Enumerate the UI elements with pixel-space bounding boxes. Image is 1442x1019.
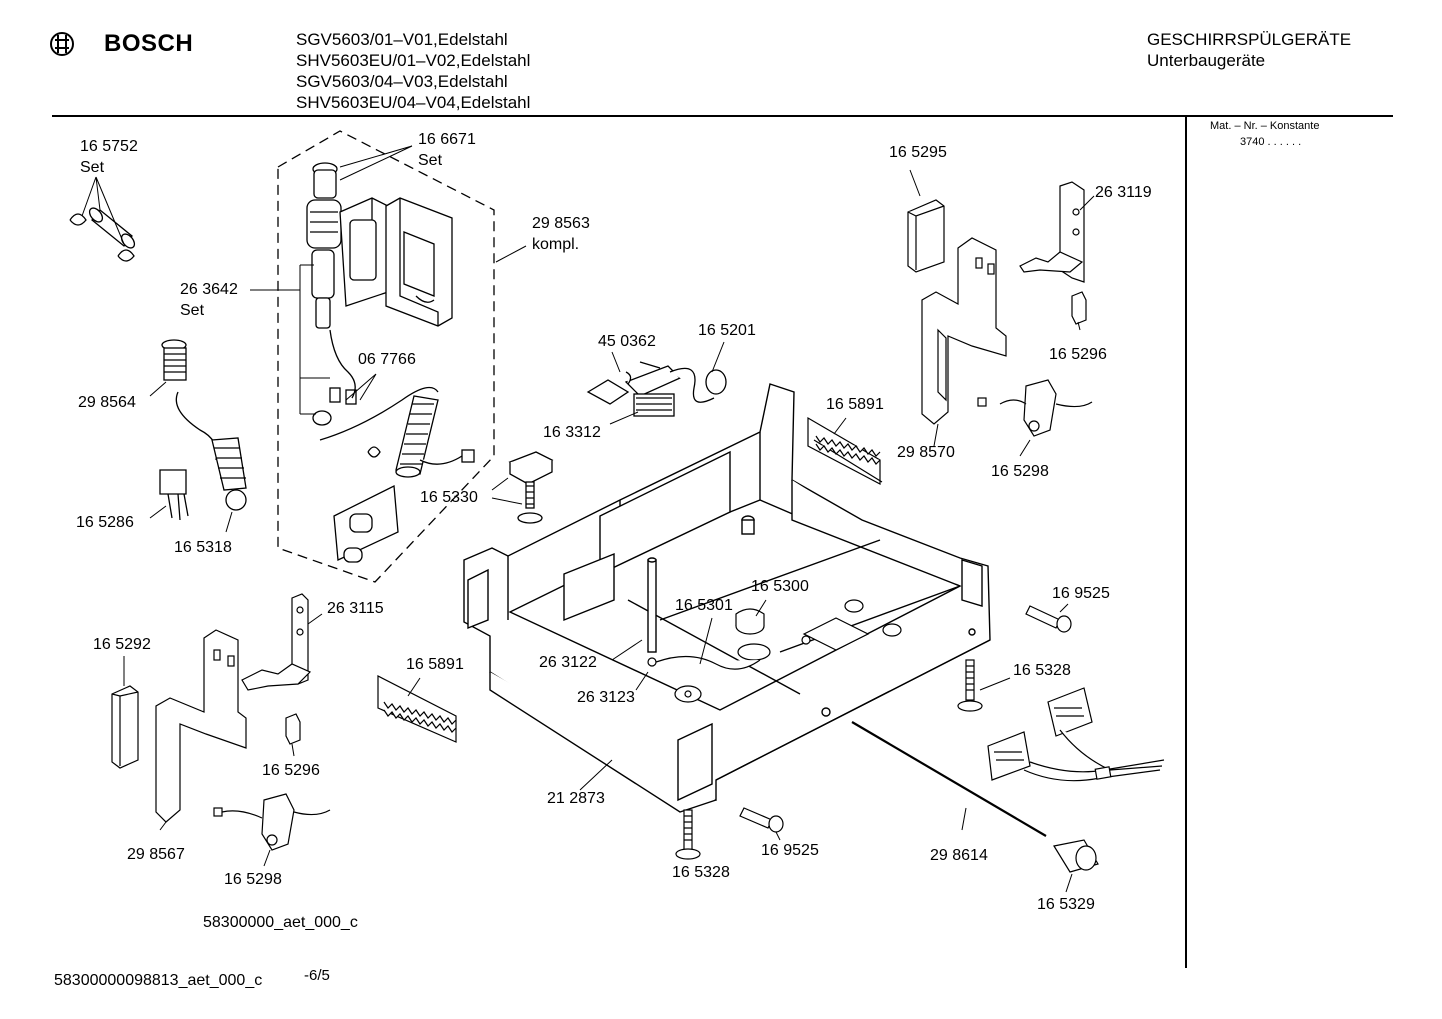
part-label: 06 7766 (358, 351, 416, 368)
part-label: 29 8614 (930, 847, 988, 864)
hose-clamp-set-part (69, 207, 136, 262)
part-label: 16 5298 (991, 463, 1049, 480)
part-label: 29 8564 (78, 394, 136, 411)
screw-part-169525-right (1025, 605, 1072, 633)
tube-leader-lines (149, 381, 233, 533)
screw-part-165328-bottom (675, 809, 701, 860)
part-label: 16 3312 (543, 424, 601, 441)
part-label: 16 9525 (761, 842, 819, 859)
part-label: 16 5301 (675, 597, 733, 614)
part-label: 16 5201 (698, 322, 756, 339)
water-valve-part (306, 162, 389, 329)
part-label: 29 8570 (897, 444, 955, 461)
valve-wiring-part (312, 329, 439, 441)
screw-part-165328-right (957, 659, 983, 712)
part-label: 26 3115 (327, 600, 384, 617)
heating-element-part (807, 416, 883, 485)
part-label: 45 0362 (598, 333, 656, 350)
part-label: 16 5298 (224, 871, 282, 888)
part-label: 16 5329 (1037, 896, 1095, 913)
part-label: 16 5286 (76, 514, 134, 531)
screw-part-169525-bottom (739, 807, 784, 833)
sidebar-mat-nr-label: Mat. – Nr. – Konstante (1210, 120, 1320, 132)
left-bracket-leaders (123, 613, 323, 867)
tub-internal-parts (647, 599, 902, 703)
model-line-4: SHV5603EU/04–V04,Edelstahl (296, 93, 531, 112)
clip-part (159, 469, 189, 521)
part-label: 16 5891 (406, 656, 464, 673)
sidebar-constant-value: 3740 . . . . . . (1240, 136, 1302, 148)
part-label: 16 5292 (93, 636, 151, 653)
part-label: 16 5328 (1013, 662, 1071, 679)
model-line-1: SGV5603/01–V01,Edelstahl (296, 30, 508, 49)
part-label: 16 5300 (751, 578, 809, 595)
sleeve-part (1053, 839, 1099, 873)
part-label: 16 5330 (420, 489, 478, 506)
part-label: 29 8563 (532, 215, 590, 232)
heating-leader-left (407, 677, 421, 697)
part-label: 26 3122 (539, 654, 597, 671)
valve-leader-lines (250, 145, 527, 415)
brand-logo-text: BOSCH (104, 30, 194, 57)
part-label: 26 3642 (180, 281, 238, 298)
valve-cover-part (385, 197, 453, 327)
category-subtitle: Unterbaugeräte (1147, 51, 1266, 70)
page-number: -6/5 (304, 967, 330, 984)
wiring-harness-part (987, 687, 1165, 782)
spiral-hose-part (367, 395, 475, 478)
part-label: 16 5318 (174, 539, 232, 556)
part-label-set: Set (80, 159, 105, 176)
right-bracket-leaders (909, 169, 1095, 457)
part-label: 16 5891 (826, 396, 884, 413)
part-label: 16 5328 (672, 864, 730, 881)
model-line-2: SHV5603EU/01–V02,Edelstahl (296, 51, 531, 70)
category-title: GESCHIRRSPÜLGERÄTE (1147, 30, 1352, 49)
part-label: 26 3123 (577, 689, 635, 706)
base-tub-part (463, 383, 991, 813)
bosch-logo-icon (50, 32, 74, 56)
sleeve-leader (1065, 873, 1073, 893)
part-label: 21 2873 (547, 790, 605, 807)
part-label-set: Set (418, 152, 443, 169)
right-screw-leaders (979, 603, 1069, 691)
sensor-leader (491, 477, 523, 505)
part-label: 16 5296 (1049, 346, 1107, 363)
rod-leader (961, 807, 967, 831)
part-label: 29 8567 (127, 846, 185, 863)
model-line-3: SGV5603/04–V03,Edelstahl (296, 72, 508, 91)
rod-part (851, 721, 1047, 837)
bottom-screw-leader (775, 831, 781, 841)
part-label: 16 5752 (80, 138, 138, 155)
sensor-part (508, 451, 554, 524)
part-label: 16 5296 (262, 762, 320, 779)
drain-tube-part (161, 339, 247, 511)
part-label: 26 3119 (1095, 184, 1152, 201)
part-label-set: Set (180, 302, 205, 319)
document-code: 58300000098813_aet_000_c (54, 972, 263, 989)
part-label: 16 5295 (889, 144, 947, 161)
valve-bracket-part (333, 484, 399, 563)
part-label: 16 9525 (1052, 585, 1110, 602)
image-code: 58300000_aet_000_c (203, 914, 358, 931)
part-label: 16 6671 (418, 131, 476, 148)
part-label-kompl: kompl. (532, 236, 580, 253)
hose-set-leader (81, 176, 125, 245)
right-bracket-parts (907, 181, 1093, 437)
valve-assembly-dashed-frame (277, 130, 495, 583)
module-leader-lines (609, 341, 725, 425)
left-bracket-parts (111, 593, 331, 851)
heating-element-part-left (377, 675, 457, 743)
heating-leader-right (833, 417, 847, 435)
tub-leader-lines (579, 599, 767, 791)
control-module-part (586, 361, 727, 417)
